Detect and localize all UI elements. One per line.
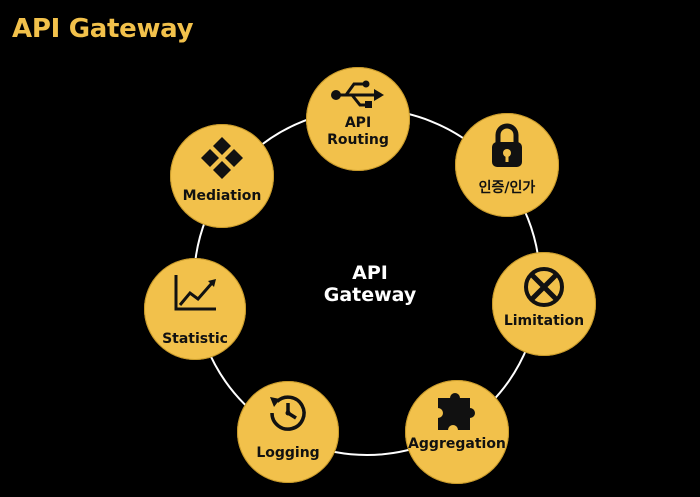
node-limitation: Limitation <box>492 252 596 356</box>
node-mediation-label: Mediation <box>182 188 262 204</box>
node-aggregation-label: Aggregation <box>408 436 506 452</box>
line-chart-icon <box>174 275 216 311</box>
circle-x-icon <box>524 267 564 307</box>
node-statistic: Statistic <box>144 258 246 360</box>
node-api-routing-label-line2: Routing <box>327 132 389 148</box>
center-label-line1: API <box>352 262 388 284</box>
diamond-grid-icon <box>201 137 243 179</box>
node-aggregation: Aggregation <box>405 380 509 484</box>
node-statistic-label: Statistic <box>162 331 228 347</box>
center-label-line2: Gateway <box>323 284 417 306</box>
node-auth-label: 인증/인가 <box>478 180 536 196</box>
puzzle-piece-icon <box>438 393 476 430</box>
node-auth: 인증/인가 <box>455 113 559 217</box>
node-api-routing: API Routing <box>306 67 410 171</box>
clock-history-icon <box>270 395 306 431</box>
node-api-routing-label-line1: API <box>344 115 372 131</box>
usb-icon <box>331 80 384 108</box>
node-limitation-label: Limitation <box>503 313 585 329</box>
padlock-icon <box>492 123 522 167</box>
node-api-routing-label: API Routing <box>306 115 410 149</box>
node-logging-label: Logging <box>256 445 320 461</box>
center-label: API Gateway <box>300 262 440 306</box>
node-logging: Logging <box>237 381 339 483</box>
page-title: API Gateway <box>12 14 194 44</box>
node-mediation: Mediation <box>170 124 274 228</box>
